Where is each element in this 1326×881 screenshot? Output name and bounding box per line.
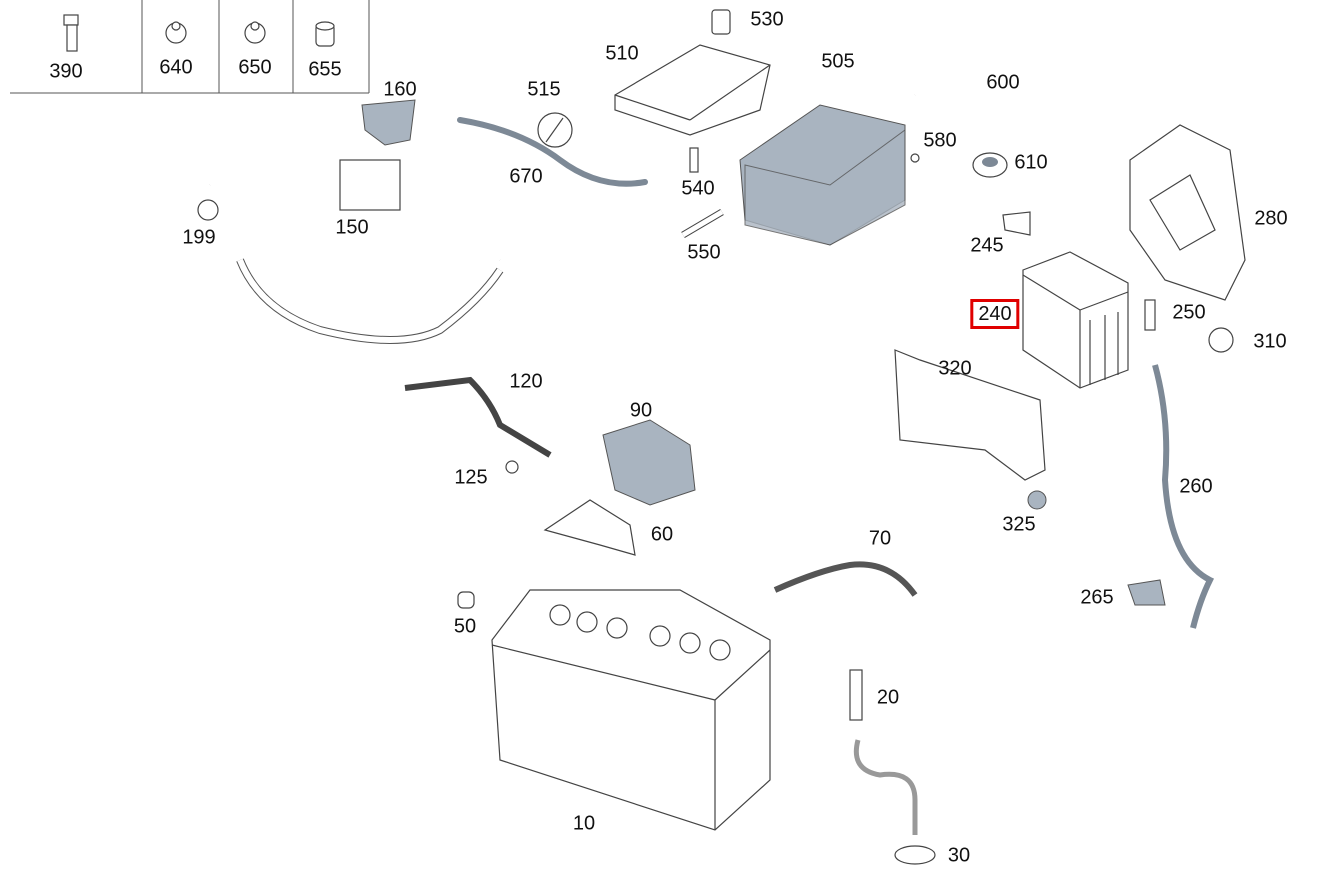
label-320[interactable]: 320	[938, 357, 972, 380]
label-390[interactable]: 390	[49, 60, 83, 83]
part-650-nut[interactable]	[244, 21, 266, 44]
part-600-hose[interactable]	[913, 86, 995, 131]
part-260-hose[interactable]	[1152, 364, 1215, 629]
part-670-cable[interactable]	[457, 117, 648, 187]
part-245-clamp[interactable]	[1002, 211, 1031, 236]
label-515[interactable]: 515	[527, 78, 561, 101]
part-20-elbow[interactable]	[849, 669, 863, 721]
label-250[interactable]: 250	[1172, 301, 1206, 324]
label-310[interactable]: 310	[1253, 330, 1287, 353]
part-540-bolt[interactable]	[689, 147, 699, 173]
part-30-hose[interactable]	[853, 739, 918, 835]
label-90[interactable]: 90	[629, 399, 653, 422]
label-20[interactable]: 20	[876, 686, 900, 709]
label-125[interactable]: 125	[454, 466, 488, 489]
label-650[interactable]: 650	[238, 56, 272, 79]
label-530[interactable]: 530	[750, 8, 784, 31]
part-325-nut[interactable]	[1027, 490, 1047, 510]
part-240-auxiliary-battery[interactable]	[1022, 251, 1129, 389]
label-60[interactable]: 60	[650, 523, 674, 546]
label-280[interactable]: 280	[1254, 207, 1288, 230]
part-160-cover[interactable]	[361, 99, 416, 146]
small-parts-table	[10, 0, 370, 94]
label-260[interactable]: 260	[1179, 475, 1213, 498]
part-510-control-unit[interactable]	[614, 44, 771, 136]
label-50[interactable]: 50	[453, 615, 477, 638]
label-325[interactable]: 325	[1002, 513, 1036, 536]
label-160[interactable]: 160	[383, 78, 417, 101]
label-265[interactable]: 265	[1080, 586, 1114, 609]
label-10[interactable]: 10	[572, 812, 596, 835]
label-580[interactable]: 580	[923, 129, 957, 152]
label-245[interactable]: 245	[970, 234, 1004, 257]
part-120-cable[interactable]	[404, 376, 552, 458]
part-199-nut[interactable]	[197, 199, 219, 221]
label-610[interactable]: 610	[1014, 151, 1048, 174]
label-600[interactable]: 600	[986, 71, 1020, 94]
label-505[interactable]: 505	[821, 50, 855, 73]
part-640-nut[interactable]	[165, 21, 187, 44]
label-540[interactable]: 540	[681, 177, 715, 200]
label-655[interactable]: 655	[308, 58, 342, 81]
part-550-bolt[interactable]	[681, 208, 724, 239]
label-120[interactable]: 120	[509, 370, 543, 393]
part-90-fuse-box[interactable]	[602, 419, 696, 506]
label-670[interactable]: 670	[509, 165, 543, 188]
label-30[interactable]: 30	[947, 844, 971, 867]
part-390-bolt[interactable]	[63, 14, 79, 52]
part-125-bolt[interactable]	[505, 460, 519, 474]
part-530[interactable]	[711, 9, 731, 35]
label-240-highlighted[interactable]: 240	[970, 299, 1020, 329]
part-610-grommet[interactable]	[972, 152, 1008, 178]
part-60-cover[interactable]	[543, 499, 636, 556]
part-70-cable[interactable]	[773, 561, 918, 597]
label-640[interactable]: 640	[159, 56, 193, 79]
part-250-elbow[interactable]	[1144, 299, 1156, 331]
label-150[interactable]: 150	[335, 216, 369, 239]
part-310-nut[interactable]	[1208, 327, 1234, 353]
part-150-wire-harness[interactable]	[208, 144, 587, 344]
part-320-bracket[interactable]	[894, 349, 1046, 481]
part-580-screw[interactable]	[910, 153, 920, 163]
part-280-bracket[interactable]	[1129, 124, 1246, 301]
part-505-module[interactable]	[739, 104, 906, 246]
part-10-main-battery[interactable]	[491, 589, 771, 831]
part-265-clip[interactable]	[1127, 579, 1166, 606]
part-30-grommet[interactable]	[894, 845, 936, 865]
part-655-sleeve[interactable]	[315, 21, 335, 47]
part-50-cap[interactable]	[457, 591, 475, 609]
label-70[interactable]: 70	[868, 527, 892, 550]
label-510[interactable]: 510	[605, 42, 639, 65]
label-199[interactable]: 199	[182, 226, 216, 249]
label-550[interactable]: 550	[687, 241, 721, 264]
part-515-wrench-icon	[537, 112, 573, 148]
